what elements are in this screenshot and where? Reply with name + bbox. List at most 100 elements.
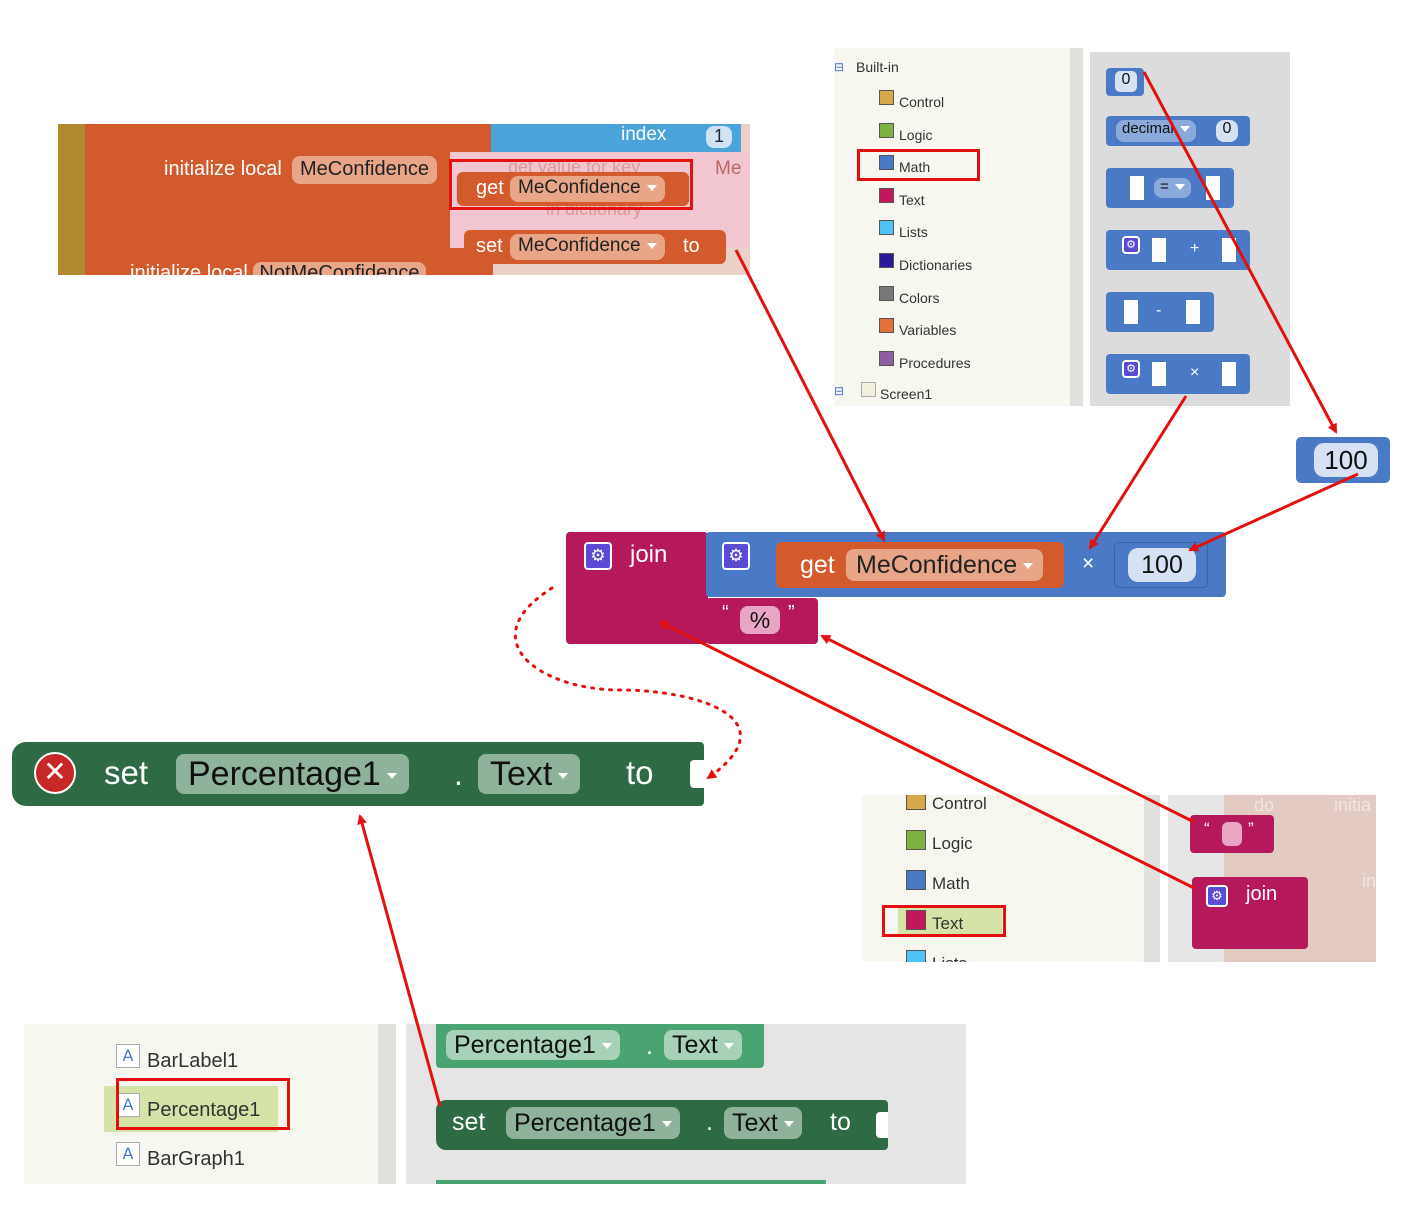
arrow-times-to-result <box>1088 395 1188 550</box>
join-label: join <box>1246 883 1278 905</box>
quote-close: ” <box>788 602 795 624</box>
category-text[interactable]: Text <box>899 191 925 208</box>
component-item[interactable]: BarGraph1 <box>147 1148 245 1170</box>
index-value[interactable]: 1 <box>706 126 732 148</box>
times-left-socket <box>1152 362 1166 386</box>
category-procedures[interactable]: Procedures <box>899 354 971 371</box>
error-x-icon[interactable]: ✕ <box>34 752 76 794</box>
get-variable-name: MeConfidence <box>518 177 641 198</box>
setter-component-dropdown[interactable]: Percentage1 <box>506 1107 680 1139</box>
get-label: get <box>476 177 504 199</box>
init-local-name[interactable]: MeConfidence <box>292 156 437 184</box>
category-swatch-icon <box>879 187 894 203</box>
chevron-down-icon <box>723 1043 734 1050</box>
component-dropdown[interactable]: Percentage1 <box>176 754 409 794</box>
highlight-get-block <box>449 159 693 210</box>
category-swatch-icon <box>879 90 894 105</box>
set-variable-dropdown[interactable]: MeConfidence <box>510 234 665 260</box>
arrow-join-to-result <box>658 620 1195 890</box>
gear-icon[interactable]: ⚙ <box>1206 885 1228 907</box>
gear-icon[interactable]: ⚙ <box>722 542 750 570</box>
decimal-dropdown[interactable]: decimal <box>1116 120 1196 142</box>
decimal-label: decimal <box>1122 120 1174 137</box>
category-logic[interactable]: Logic <box>932 834 973 853</box>
next-block-edge <box>436 1180 826 1184</box>
collapse-toggle-icon[interactable]: ⊟ <box>834 60 845 74</box>
chevron-down-icon <box>783 1121 794 1128</box>
getter-dot: . <box>646 1032 653 1060</box>
text-drawer: do initia in “ ” ⚙ join <box>1168 795 1376 962</box>
second-init-label: initialize local NotMeConfidence <box>130 262 426 275</box>
set-label: set <box>476 235 503 257</box>
category-text[interactable]: Text <box>932 914 964 933</box>
compare-op-dropdown[interactable]: = <box>1154 178 1191 198</box>
category-dictionaries[interactable]: Dictionaries <box>899 257 973 273</box>
category-swatch-icon <box>879 285 894 301</box>
chevron-down-icon <box>1174 184 1185 191</box>
category-swatch-icon <box>879 350 894 366</box>
compare-op: = <box>1160 178 1169 195</box>
category-control[interactable]: Control <box>932 795 987 813</box>
second-init-prefix: initialize local <box>130 262 248 275</box>
highlight-math-category <box>857 149 980 181</box>
component-item[interactable]: BarLabel1 <box>147 1050 239 1072</box>
quote-close: ” <box>1248 819 1254 838</box>
number-field-0[interactable]: 0 <box>1115 71 1137 92</box>
arrow-100-to-result <box>1188 472 1359 552</box>
get-variable-dropdown[interactable]: MeConfidence <box>846 549 1044 581</box>
chevron-down-icon <box>386 773 397 780</box>
gear-icon[interactable]: ⚙ <box>584 542 612 570</box>
category-swatch-icon <box>879 253 894 268</box>
decimal-value[interactable]: 0 <box>1216 120 1238 142</box>
minus-left-socket <box>1124 300 1138 324</box>
initialize-local-block[interactable] <box>85 124 493 275</box>
screen-label: Screen1 <box>880 386 933 402</box>
category-lists[interactable]: Lists <box>932 954 967 962</box>
plus-right-socket <box>1222 238 1236 262</box>
category-swatch-icon <box>906 950 926 962</box>
plus-left-socket <box>1152 238 1166 262</box>
highlight-percentage-component <box>116 1078 290 1130</box>
arrow-text-to-percent <box>820 634 1195 824</box>
gear-icon[interactable]: ⚙ <box>1122 236 1140 254</box>
init-local-label: initialize local <box>164 158 282 180</box>
category-lists[interactable]: Lists <box>899 224 928 241</box>
times-right-socket <box>1222 362 1236 386</box>
category-logic[interactable]: Logic <box>899 126 933 143</box>
gear-icon[interactable]: ⚙ <box>1122 360 1140 378</box>
number-field-100-connected[interactable]: 100 <box>1128 548 1196 582</box>
bg-in-label: in <box>1362 871 1376 891</box>
category-variables[interactable]: Variables <box>899 322 957 339</box>
category-math[interactable]: Math <box>932 874 970 893</box>
math-drawer: 0 decimal 0 = ⚙ + - ⚙ × <box>1090 52 1290 406</box>
empty-text-field[interactable] <box>1222 822 1242 846</box>
collapse-toggle-icon[interactable]: ⊟ <box>834 384 845 398</box>
arrow-setter-to-big <box>357 814 442 1107</box>
chevron-down-icon <box>1023 563 1034 570</box>
index-label: index <box>621 124 667 145</box>
number-field-100[interactable]: 100 <box>1314 443 1378 477</box>
percent-field[interactable]: % <box>740 606 780 634</box>
category-math[interactable]: Math <box>899 159 931 176</box>
times-op: × <box>1190 364 1200 381</box>
setter-input-socket <box>876 1112 888 1138</box>
setter-property-dropdown[interactable]: Text <box>724 1107 802 1139</box>
times-op: × <box>1082 552 1095 575</box>
getter-property-dropdown[interactable]: Text <box>664 1030 742 1060</box>
arrow-zero-to-100 <box>1142 71 1338 434</box>
category-swatch-icon <box>879 318 894 334</box>
compare-left-socket <box>1130 176 1144 200</box>
component-drawer: Percentage1 . Text set Percentage1 . Tex… <box>406 1024 966 1184</box>
component-item[interactable]: Percentage1 <box>147 1099 261 1121</box>
get-variable-dropdown[interactable]: MeConfidence <box>510 176 665 202</box>
getter-component-dropdown[interactable]: Percentage1 <box>446 1030 620 1060</box>
category-colors[interactable]: Colors <box>899 289 940 306</box>
category-control[interactable]: Control <box>899 94 945 110</box>
get-label: get <box>800 551 835 579</box>
set-label: set <box>104 754 149 791</box>
getter-component-name: Percentage1 <box>454 1031 596 1059</box>
dot-label: . <box>454 756 463 792</box>
property-dropdown[interactable]: Text <box>478 754 581 794</box>
